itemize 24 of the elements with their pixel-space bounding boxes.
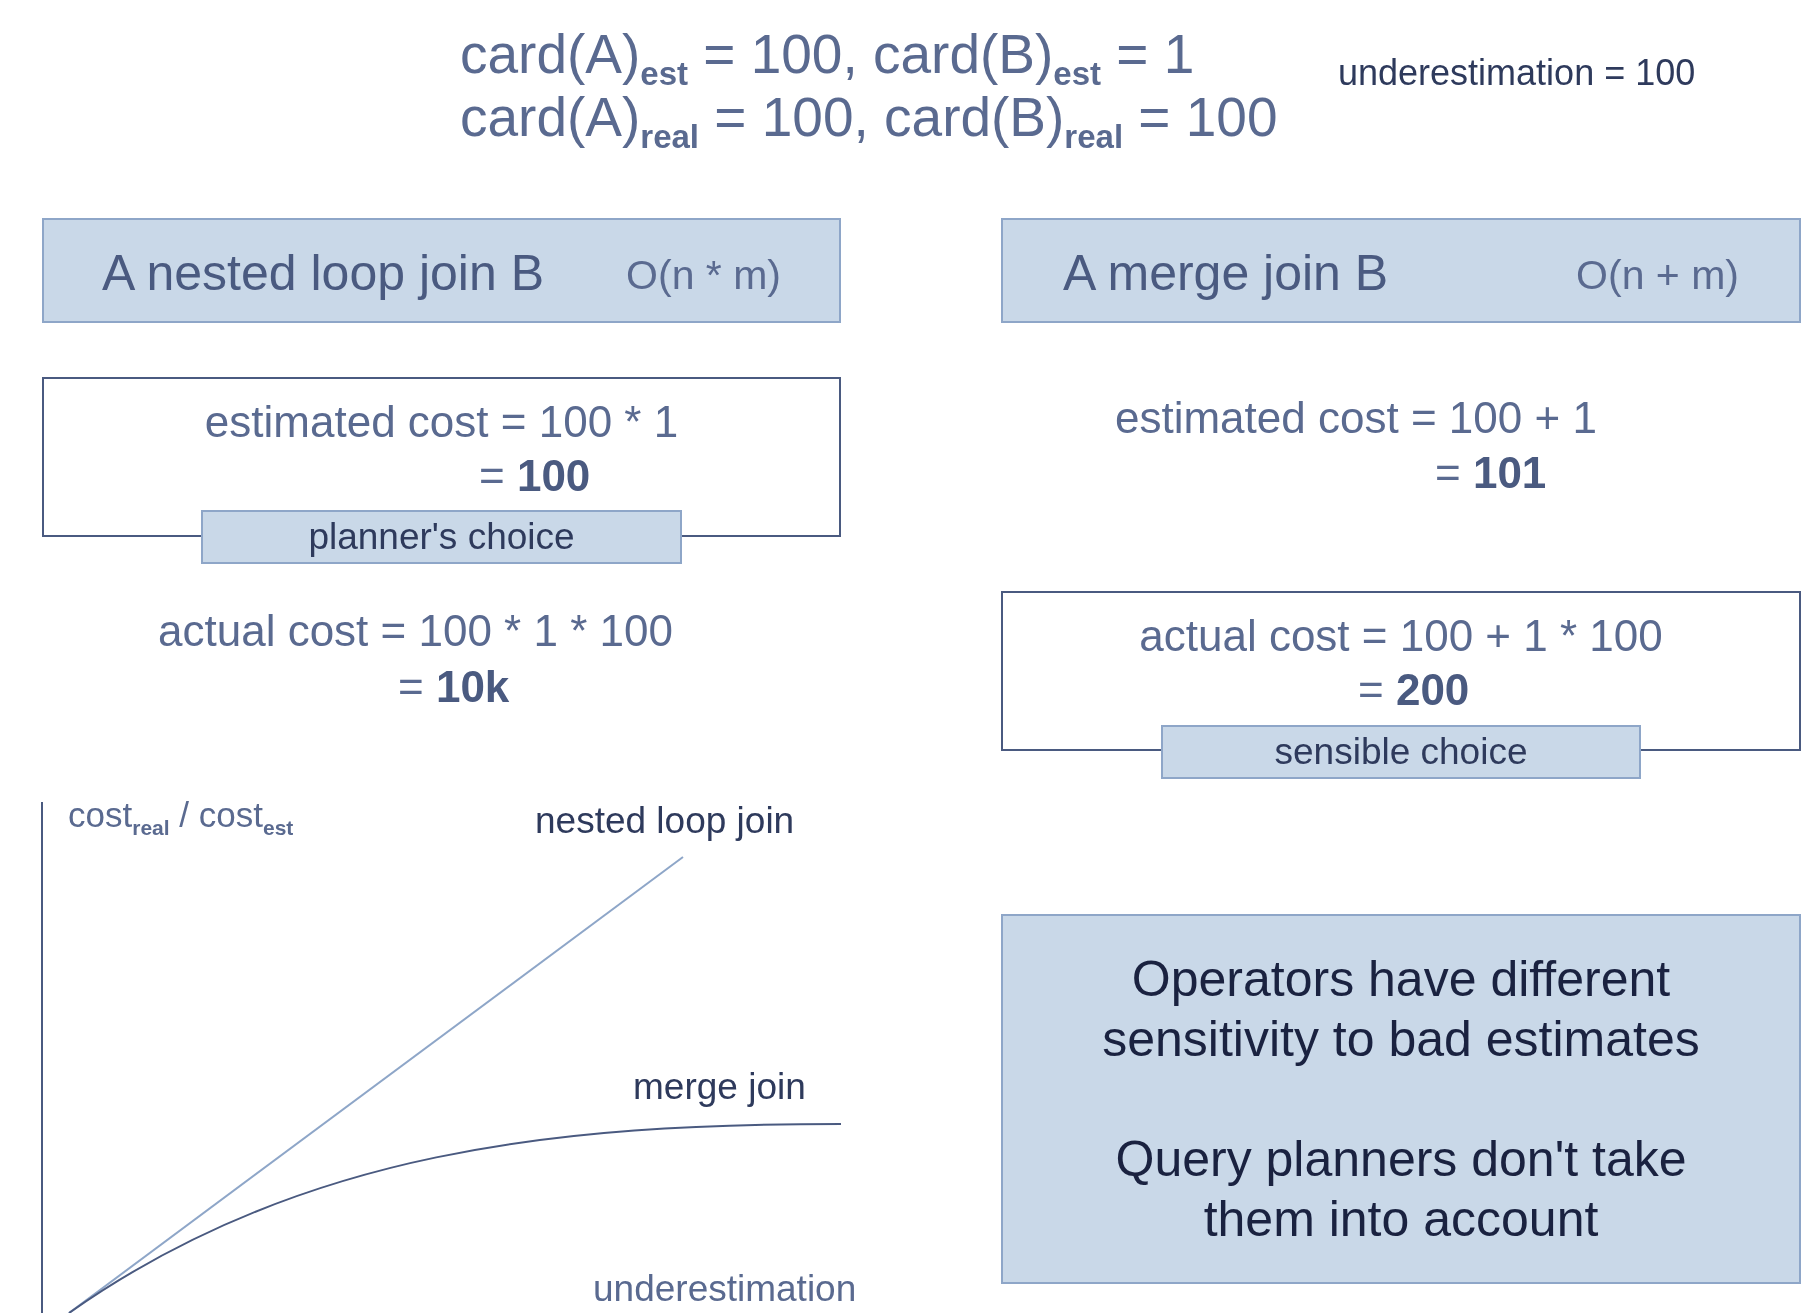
cost-formula: actual cost = 100 * 1 * 100	[158, 606, 673, 656]
axis-label: cost$_{real}$ / cost$_{est}$	[68, 795, 294, 840]
join-title: A nested loop join B	[102, 244, 544, 302]
cost-formula: actual cost = 100 + 1 * 100	[1138, 611, 1664, 661]
cost-formula: estimated cost = 100 * 1	[203, 397, 680, 447]
conclusion-box	[1001, 914, 1801, 1284]
cost-result: = 10k	[398, 662, 510, 712]
cost-result: = 101	[1435, 448, 1547, 498]
complexity-text: O(n * m)	[626, 252, 781, 299]
axis-label: underestimation	[593, 1268, 857, 1310]
conclusion-text: Query planners don't take them into account	[1114, 1130, 1688, 1249]
cost-result: = 100	[479, 451, 591, 501]
choice-tag: sensible choice	[1161, 725, 1641, 779]
curve-label: merge join	[633, 1066, 806, 1108]
cost-formula: estimated cost = 100 + 1	[1115, 393, 1597, 443]
join-title: A merge join B	[1063, 244, 1389, 302]
header-box	[1001, 218, 1801, 323]
cost-result: = 200	[1358, 665, 1470, 715]
header-box	[42, 218, 841, 323]
choice-tag: planner's choice	[201, 510, 682, 564]
conclusion-text: Operators have different sensitivity to bad estimates	[1101, 950, 1701, 1069]
complexity-text: O(n + m)	[1576, 252, 1739, 299]
curve-label: nested loop join	[535, 800, 795, 842]
note-text: underestimation = 100	[1338, 52, 1696, 94]
